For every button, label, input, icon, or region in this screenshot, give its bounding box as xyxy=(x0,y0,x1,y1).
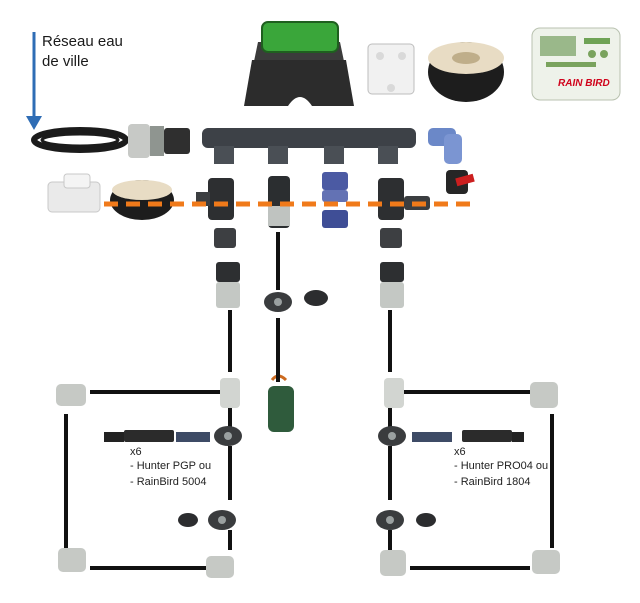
tee-right-icon xyxy=(384,378,404,408)
pressure-regulator-icon xyxy=(47,173,101,213)
elbow-bottom-mid-right-icon xyxy=(380,550,406,576)
nipple-right-icon xyxy=(380,228,402,248)
sprinkler-left-icon xyxy=(104,430,210,442)
controller-brand: RAIN BIRD xyxy=(558,78,610,89)
junction-box-icon xyxy=(367,43,415,95)
solenoid-valve-left-icon xyxy=(196,178,234,220)
elbow-bottom-left-icon xyxy=(58,548,86,572)
drip-valve-icon xyxy=(268,374,294,432)
saddle-clamp-icon xyxy=(264,290,328,312)
solenoid-valve-right-icon xyxy=(378,178,430,220)
saddle-left-icon xyxy=(214,426,242,446)
elbow-bottom-mid-left-icon xyxy=(206,556,234,578)
controller-icon xyxy=(531,27,621,101)
saddle-bottom-left-icon xyxy=(178,510,236,530)
coupling-right-icon xyxy=(380,262,404,308)
valve-box-icon xyxy=(244,21,354,106)
drip-coil-icon xyxy=(110,180,174,220)
ball-valve-icon xyxy=(446,170,475,194)
water-supply-arrow xyxy=(26,32,42,130)
network-label: Réseau eau de ville xyxy=(42,32,152,72)
coupling-left-icon xyxy=(216,262,240,308)
sprinkler-right-icon xyxy=(412,430,524,442)
right-option-1: - Hunter PRO04 ou xyxy=(454,460,549,472)
tee-left-icon xyxy=(220,378,240,408)
pipe-network xyxy=(64,232,554,570)
blue-elbow-icon xyxy=(428,128,462,164)
elbow-top-left-icon xyxy=(56,384,86,406)
left-quantity: x6 xyxy=(130,446,142,458)
supply-hose-coil-icon xyxy=(31,127,129,153)
compression-coupling-icon xyxy=(128,124,190,158)
cable-coil-icon xyxy=(428,42,504,102)
right-option-2: - RainBird 1804 xyxy=(454,476,531,488)
network-label-line2: de ville xyxy=(42,53,89,70)
manifold-icon xyxy=(202,128,416,164)
saddle-bottom-right-icon xyxy=(376,510,436,530)
saddle-right-icon xyxy=(378,426,406,446)
union-fittings-icon xyxy=(322,172,348,228)
right-quantity: x6 xyxy=(454,446,466,458)
left-option-1: - Hunter PGP ou xyxy=(130,460,212,472)
elbow-top-right-icon xyxy=(530,382,558,408)
left-option-2: - RainBird 5004 xyxy=(130,476,207,488)
fittings xyxy=(56,378,560,578)
network-label-line1: Réseau eau xyxy=(42,33,123,50)
nipple-left-icon xyxy=(214,228,236,248)
elbow-bottom-right-icon xyxy=(532,550,560,574)
filter-icon xyxy=(268,176,290,228)
